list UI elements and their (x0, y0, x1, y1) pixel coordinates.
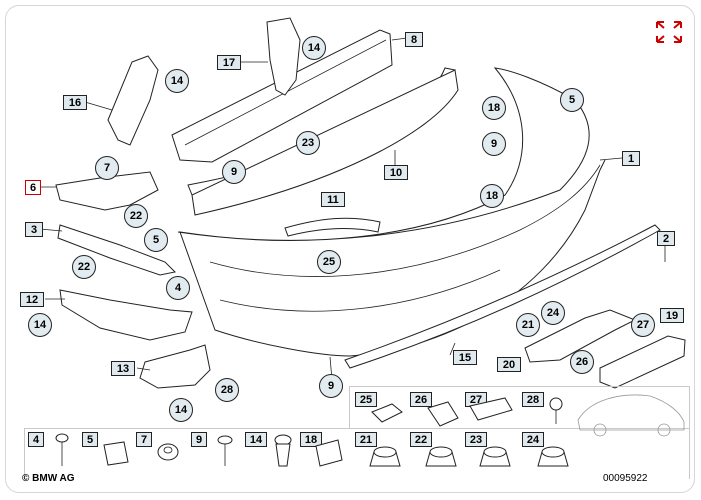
callout-13[interactable]: 13 (111, 361, 135, 376)
callout-15[interactable]: 15 (453, 350, 477, 365)
callout-11[interactable]: 11 (321, 192, 345, 207)
bracket-12-part (59, 289, 193, 341)
callout-27[interactable]: 27 (631, 313, 655, 337)
callout-18[interactable]: 18 (482, 96, 506, 120)
fastener-label-5[interactable]: 5 (82, 432, 98, 447)
bracket-20-part (524, 309, 637, 363)
callout-1[interactable]: 1 (622, 151, 640, 166)
callout-25[interactable]: 25 (317, 250, 341, 274)
callout-6[interactable]: 6 (25, 180, 41, 195)
fastener-label-24[interactable]: 24 (522, 432, 544, 447)
fastener-label-26[interactable]: 26 (410, 392, 432, 407)
callout-24[interactable]: 24 (541, 301, 565, 325)
fastener-grid (24, 386, 690, 479)
callout-20[interactable]: 20 (497, 357, 521, 372)
callout-5[interactable]: 5 (560, 88, 584, 112)
fastener-label-22[interactable]: 22 (410, 432, 432, 447)
callout-5[interactable]: 5 (144, 228, 168, 252)
fastener-label-14[interactable]: 14 (245, 432, 267, 447)
callout-8[interactable]: 8 (405, 32, 423, 47)
fastener-label-27[interactable]: 27 (465, 392, 487, 407)
callout-14[interactable]: 14 (165, 69, 189, 93)
grid-top-row (349, 386, 690, 429)
callout-3[interactable]: 3 (25, 222, 43, 237)
callout-18[interactable]: 18 (480, 184, 504, 208)
callout-9[interactable]: 9 (222, 160, 246, 184)
callout-26[interactable]: 26 (570, 350, 594, 374)
callout-7[interactable]: 7 (95, 156, 119, 180)
callout-14[interactable]: 14 (169, 398, 193, 422)
trim-strip-15-part (344, 224, 661, 369)
support-17-part (266, 17, 301, 96)
callout-16[interactable]: 16 (63, 95, 87, 110)
expand-arrows-icon[interactable] (655, 20, 683, 44)
callout-4[interactable]: 4 (166, 276, 190, 300)
fastener-label-23[interactable]: 23 (465, 432, 487, 447)
fastener-label-28[interactable]: 28 (522, 392, 544, 407)
brand-copyright: © BMW AG (22, 473, 75, 484)
fastener-label-4[interactable]: 4 (28, 432, 44, 447)
callout-22[interactable]: 22 (72, 255, 96, 279)
callout-9[interactable]: 9 (319, 374, 343, 398)
callout-9[interactable]: 9 (482, 132, 506, 156)
callout-10[interactable]: 10 (384, 165, 408, 180)
bracket-8-part (171, 29, 393, 163)
fastener-label-18[interactable]: 18 (300, 432, 322, 447)
callout-28[interactable]: 28 (215, 378, 239, 402)
callout-22[interactable]: 22 (124, 204, 148, 228)
callout-12[interactable]: 12 (20, 292, 44, 307)
callout-2[interactable]: 2 (657, 231, 675, 246)
callout-21[interactable]: 21 (516, 313, 540, 337)
grid-bottom-row (24, 428, 690, 479)
fastener-label-21[interactable]: 21 (355, 432, 377, 447)
mount-3-part (57, 224, 177, 276)
fastener-label-7[interactable]: 7 (136, 432, 152, 447)
callout-23[interactable]: 23 (296, 131, 320, 155)
callout-17[interactable]: 17 (217, 55, 241, 70)
fastener-label-25[interactable]: 25 (355, 392, 377, 407)
fastener-label-9[interactable]: 9 (191, 432, 207, 447)
reflector-19-part (599, 335, 686, 389)
trim-11-part (284, 217, 381, 237)
diagram-frame (5, 5, 695, 493)
drawing-number: 00095922 (603, 473, 648, 484)
callout-19[interactable]: 19 (660, 308, 684, 323)
bracket-16-part (107, 55, 159, 146)
callout-14[interactable]: 14 (28, 313, 52, 337)
bracket-13-part (139, 344, 211, 389)
callout-14[interactable]: 14 (302, 36, 326, 60)
